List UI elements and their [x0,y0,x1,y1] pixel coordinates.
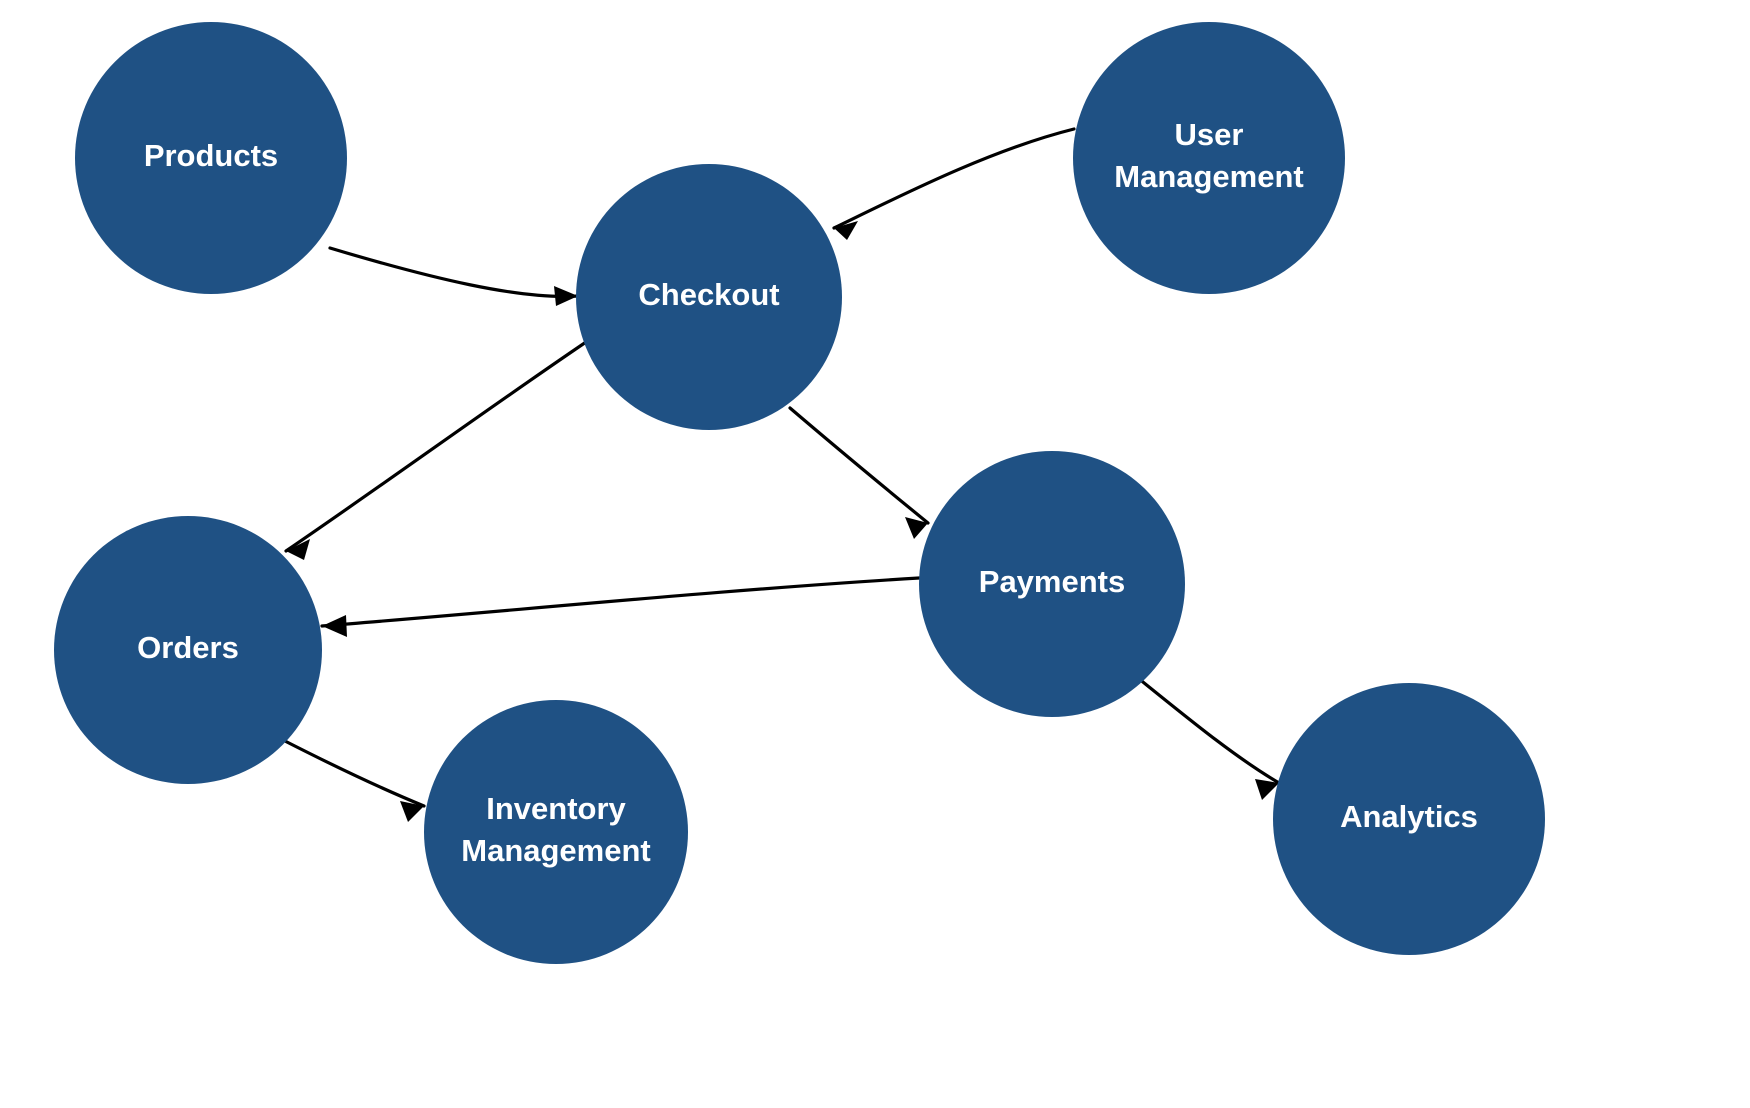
node-analytics[interactable]: Analytics [1273,683,1545,955]
arrowhead-icon [400,801,424,822]
edge-checkout-to-payments [788,406,930,539]
arrowhead-icon [322,615,347,637]
edge-line [832,127,1076,230]
node-shape[interactable] [1073,22,1345,294]
edge-payments-to-analytics [1136,676,1281,800]
edge-orders-to-inventory-management [281,738,426,822]
arrowhead-icon [286,539,310,560]
edge-line [788,406,930,525]
node-shape[interactable] [424,700,688,964]
edge-payments-to-orders [320,576,921,637]
node-shape[interactable] [1273,683,1545,955]
node-orders[interactable]: Orders [54,516,322,784]
node-payments[interactable]: Payments [919,451,1185,717]
edge-line [328,246,580,299]
edge-line [320,576,921,628]
edge-user-management-to-checkout [832,127,1076,240]
node-shape[interactable] [576,164,842,430]
node-products[interactable]: Products [75,22,347,294]
arrowhead-icon [1255,779,1279,800]
arrowhead-icon [905,517,928,539]
arrowhead-icon [834,221,858,240]
edge-line [284,336,594,553]
edge-products-to-checkout [328,246,580,306]
node-shape[interactable] [54,516,322,784]
edge-line [1136,676,1281,785]
arrowhead-icon [554,286,578,306]
node-shape[interactable] [75,22,347,294]
node-checkout[interactable]: Checkout [576,164,842,430]
node-shape[interactable] [919,451,1185,717]
edges-layer [281,127,1281,822]
edge-line [281,738,426,808]
edge-checkout-to-orders [284,336,594,560]
